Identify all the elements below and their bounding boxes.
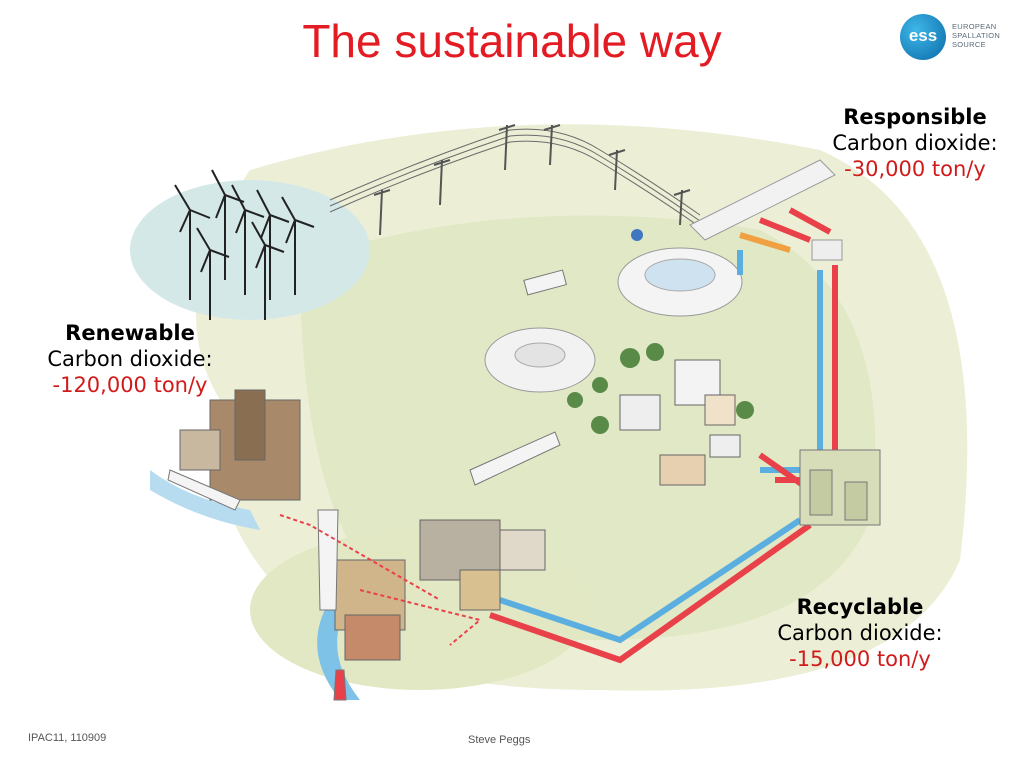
heat-arrows [739, 207, 832, 253]
pylons [373, 124, 691, 236]
responsible-heading: Responsible [843, 105, 987, 129]
turning-torso [317, 509, 339, 611]
renewable-heading: Renewable [65, 321, 195, 345]
responsible-label: Responsible Carbon dioxide: -30,000 ton/… [815, 104, 1015, 182]
ess-facility [484, 159, 843, 393]
logo-line: EUROPEAN [952, 22, 997, 31]
recyclable-label: Recyclable Carbon dioxide: -15,000 ton/y [755, 594, 965, 672]
wind-turbines [174, 169, 315, 320]
river [317, 600, 360, 700]
responsible-line: Carbon dioxide: [832, 131, 998, 155]
slide-title: The sustainable way [302, 15, 722, 67]
old-town [179, 389, 546, 661]
sea [150, 470, 260, 530]
car [631, 229, 643, 241]
power-lines [329, 128, 701, 228]
lighthouse [333, 669, 347, 701]
footer-author: Steve Peggs [468, 734, 531, 746]
logo-circle [900, 14, 946, 60]
renewable-label: Renewable Carbon dioxide: -120,000 ton/y [25, 320, 235, 398]
ship [167, 469, 241, 511]
responsible-value: -30,000 ton/y [844, 157, 986, 181]
logo-line: SOURCE [952, 40, 986, 49]
footer-event: IPAC11, 110909 [28, 732, 107, 744]
recyclable-heading: Recyclable [796, 595, 924, 619]
recyclable-value: -15,000 ton/y [789, 647, 931, 671]
ess-logo: ess EUROPEAN SPALLATION SOURCE [900, 14, 1010, 62]
train [469, 431, 561, 486]
renewable-line: Carbon dioxide: [47, 347, 213, 371]
recyclable-line: Carbon dioxide: [777, 621, 943, 645]
logo-mark: ess [908, 26, 938, 45]
logo-text: EUROPEAN SPALLATION SOURCE [952, 22, 1012, 49]
logo-line: SPALLATION [952, 31, 1001, 40]
trees [567, 343, 754, 434]
renewable-value: -120,000 ton/y [52, 373, 208, 397]
truck [523, 269, 568, 296]
dashed-arrows [279, 514, 483, 646]
wind-field [130, 180, 370, 320]
houses [619, 359, 741, 486]
power-plant [799, 449, 881, 526]
